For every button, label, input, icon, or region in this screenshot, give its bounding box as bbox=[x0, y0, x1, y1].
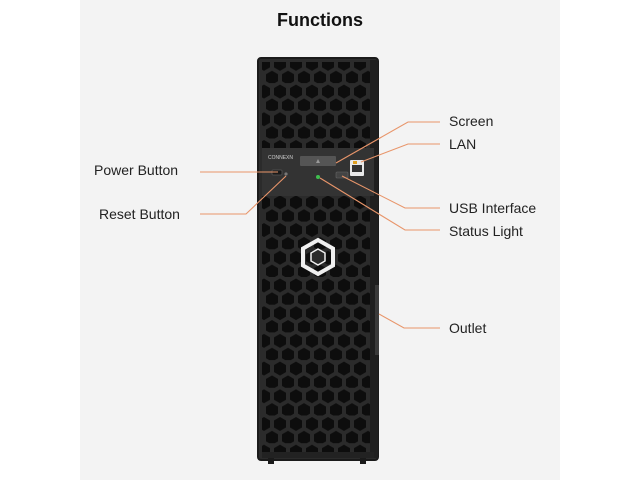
usb-port-icon bbox=[335, 171, 349, 179]
leader-screen bbox=[335, 121, 440, 164]
leader-usb-interface bbox=[341, 175, 440, 209]
label-lan: LAN bbox=[449, 136, 477, 152]
leader-status-light bbox=[319, 177, 440, 231]
leader-lan bbox=[360, 143, 440, 163]
label-outlet: Outlet bbox=[449, 320, 487, 336]
leader-reset-button bbox=[200, 175, 287, 215]
outlet-rail bbox=[375, 285, 379, 355]
status-led-icon bbox=[316, 175, 320, 179]
leader-lines bbox=[200, 121, 440, 329]
hexagon-logo-icon bbox=[301, 237, 335, 277]
label-usb-interface: USB Interface bbox=[449, 200, 537, 216]
diagram-title: Functions bbox=[277, 10, 363, 30]
label-power-button: Power Button bbox=[94, 162, 179, 178]
reset-button[interactable] bbox=[284, 172, 288, 176]
label-screen: Screen bbox=[449, 113, 494, 129]
front-control-panel: CONNEXN bbox=[262, 148, 374, 196]
label-reset-button: Reset Button bbox=[99, 206, 180, 222]
brand-text: CONNEXN bbox=[268, 155, 293, 161]
label-status-light: Status Light bbox=[449, 223, 523, 239]
leader-outlet bbox=[378, 313, 440, 329]
